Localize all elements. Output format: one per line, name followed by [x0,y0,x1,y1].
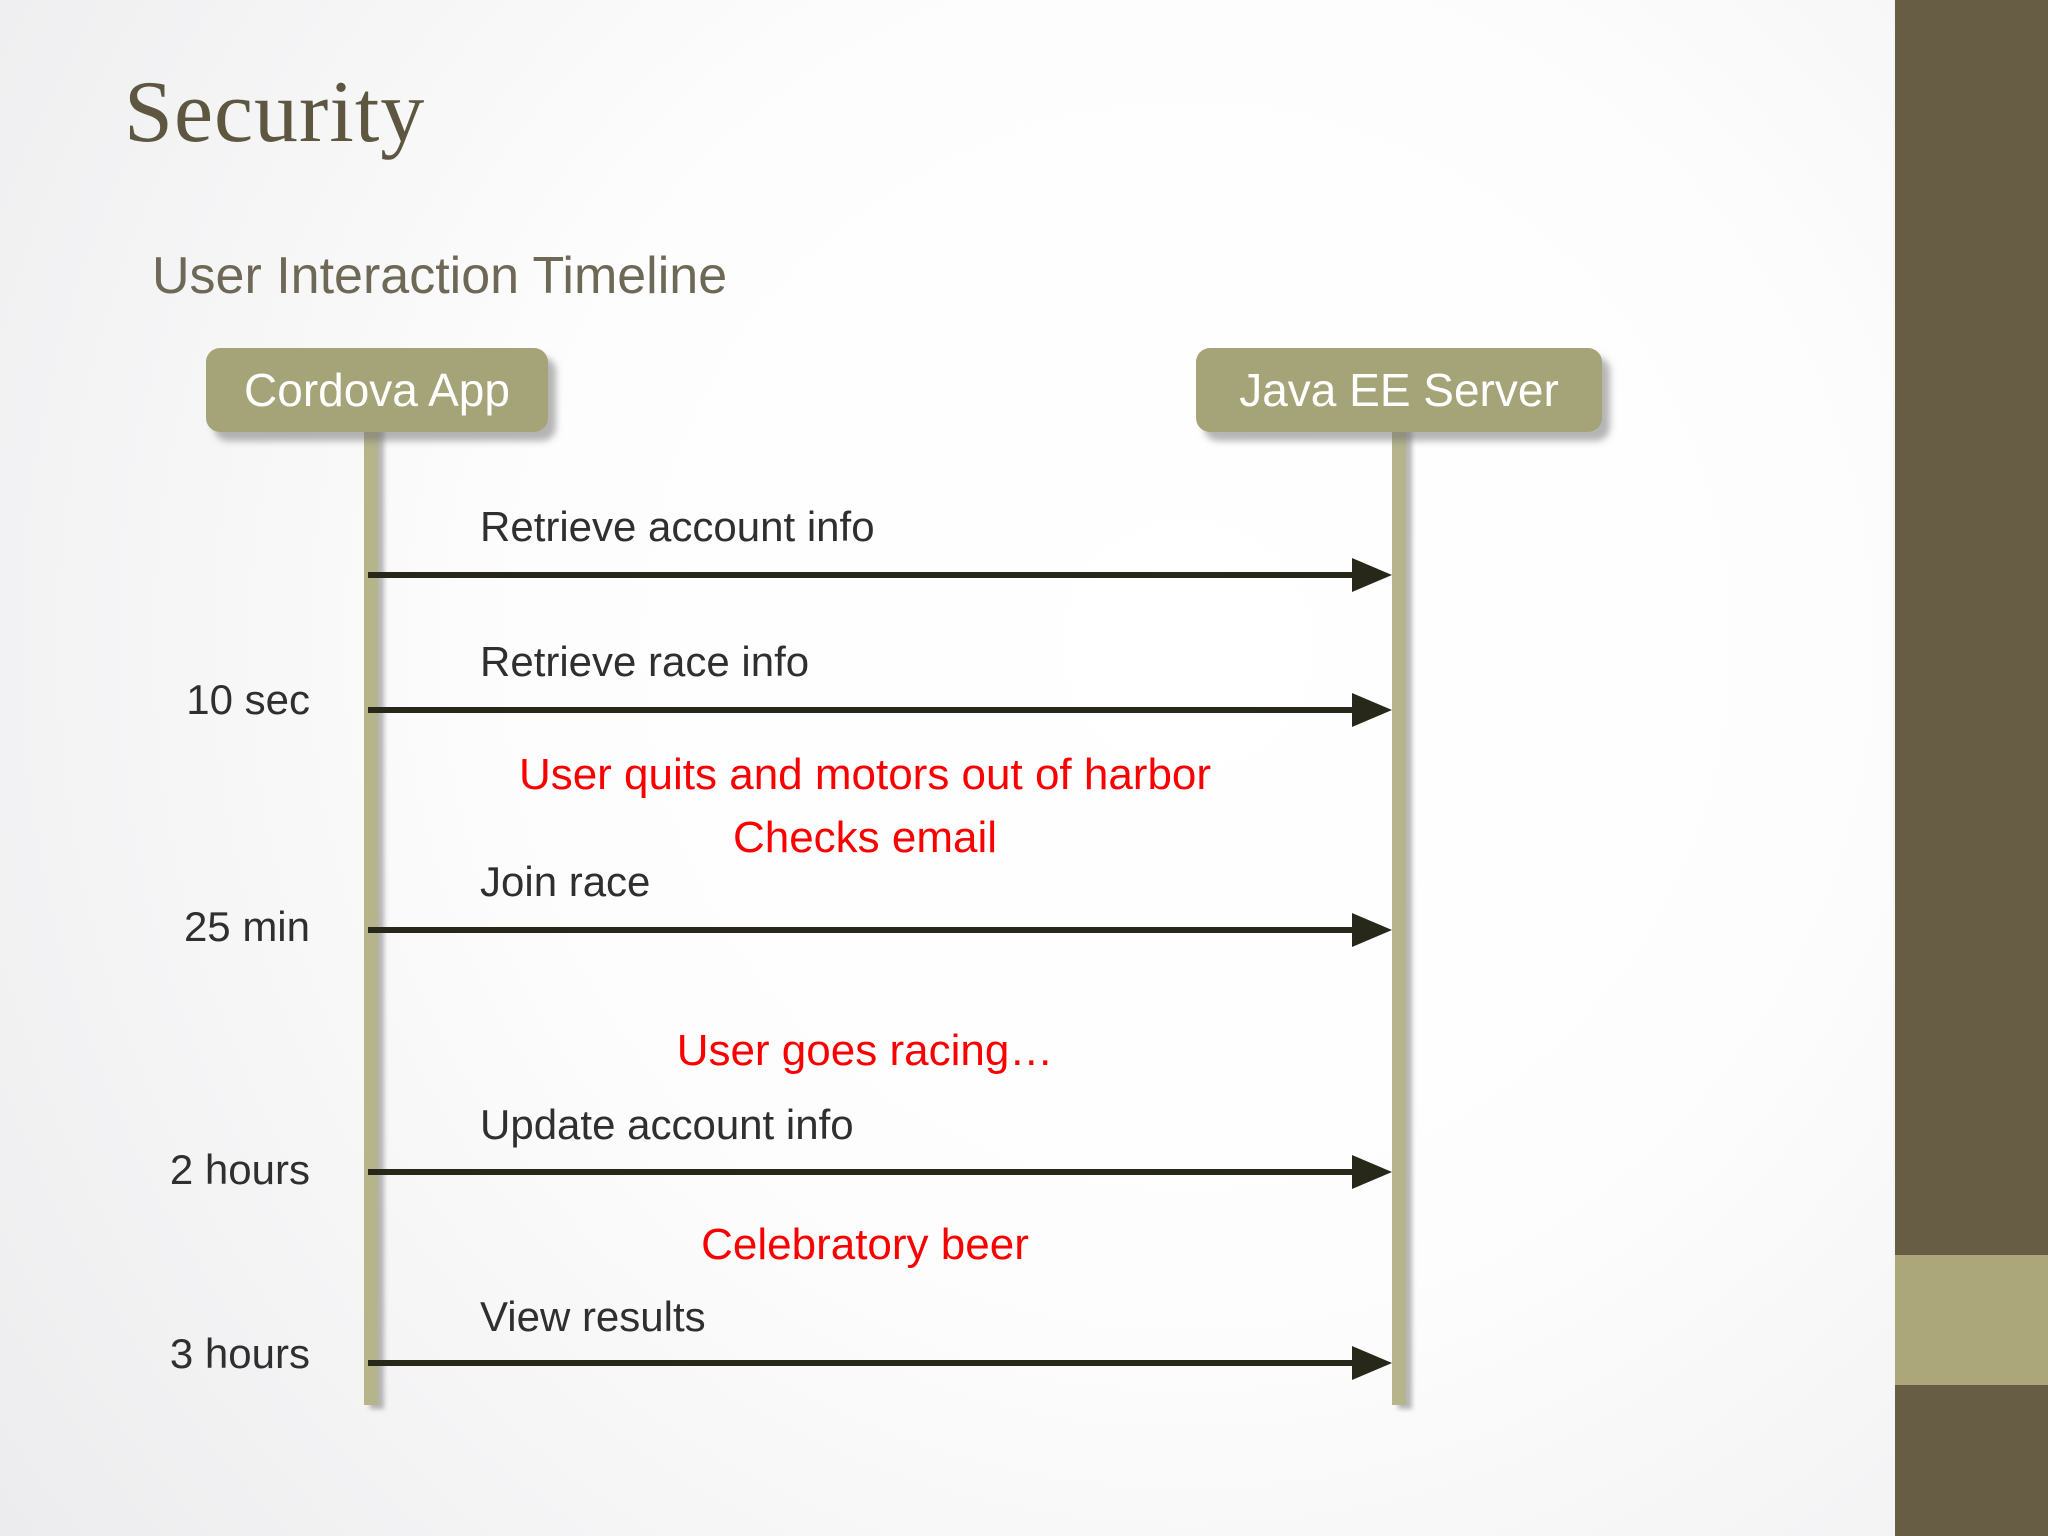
message-arrowhead [1352,693,1392,727]
time-label: 10 sec [186,676,310,723]
message-label: Retrieve account info [480,503,875,550]
lifeline-cordova-app [364,425,378,1405]
annotation-text: User goes racing… [676,1026,1054,1075]
message-arrowhead [1352,1155,1392,1189]
actor-box-java-ee-server: Java EE Server [1196,348,1602,432]
sidebar-accent-band [1895,1255,2048,1385]
message-arrow-line [368,707,1360,713]
time-label: 2 hours [169,1146,310,1193]
message-label: Join race [480,858,651,905]
message-label: Update account info [480,1101,854,1148]
message-arrowhead [1352,1346,1392,1380]
diagram-subtitle: User Interaction Timeline [152,247,728,305]
annotation-text: Celebratory beer [701,1220,1029,1269]
page-title: Security [124,64,426,161]
lifeline-java-ee-server [1392,425,1406,1405]
message-arrow-line [368,927,1360,933]
actor-label-java-ee-server: Java EE Server [1239,364,1559,416]
message-arrow-line [368,572,1360,578]
sidebar-stripe [1893,0,2048,1536]
actor-box-cordova-app: Cordova App [206,348,548,432]
message-arrow-line [368,1360,1360,1366]
time-label: 25 min [183,903,310,950]
message-arrowhead [1352,913,1392,947]
actor-label-cordova-app: Cordova App [244,364,510,416]
time-label: 3 hours [169,1330,310,1377]
message-label: View results [480,1293,706,1340]
annotation-text: Checks email [732,813,998,862]
message-arrowhead [1352,558,1392,592]
annotation-text: User quits and motors out of harbor [518,750,1212,799]
message-arrow-line [368,1169,1360,1175]
message-label: Retrieve race info [480,638,810,685]
